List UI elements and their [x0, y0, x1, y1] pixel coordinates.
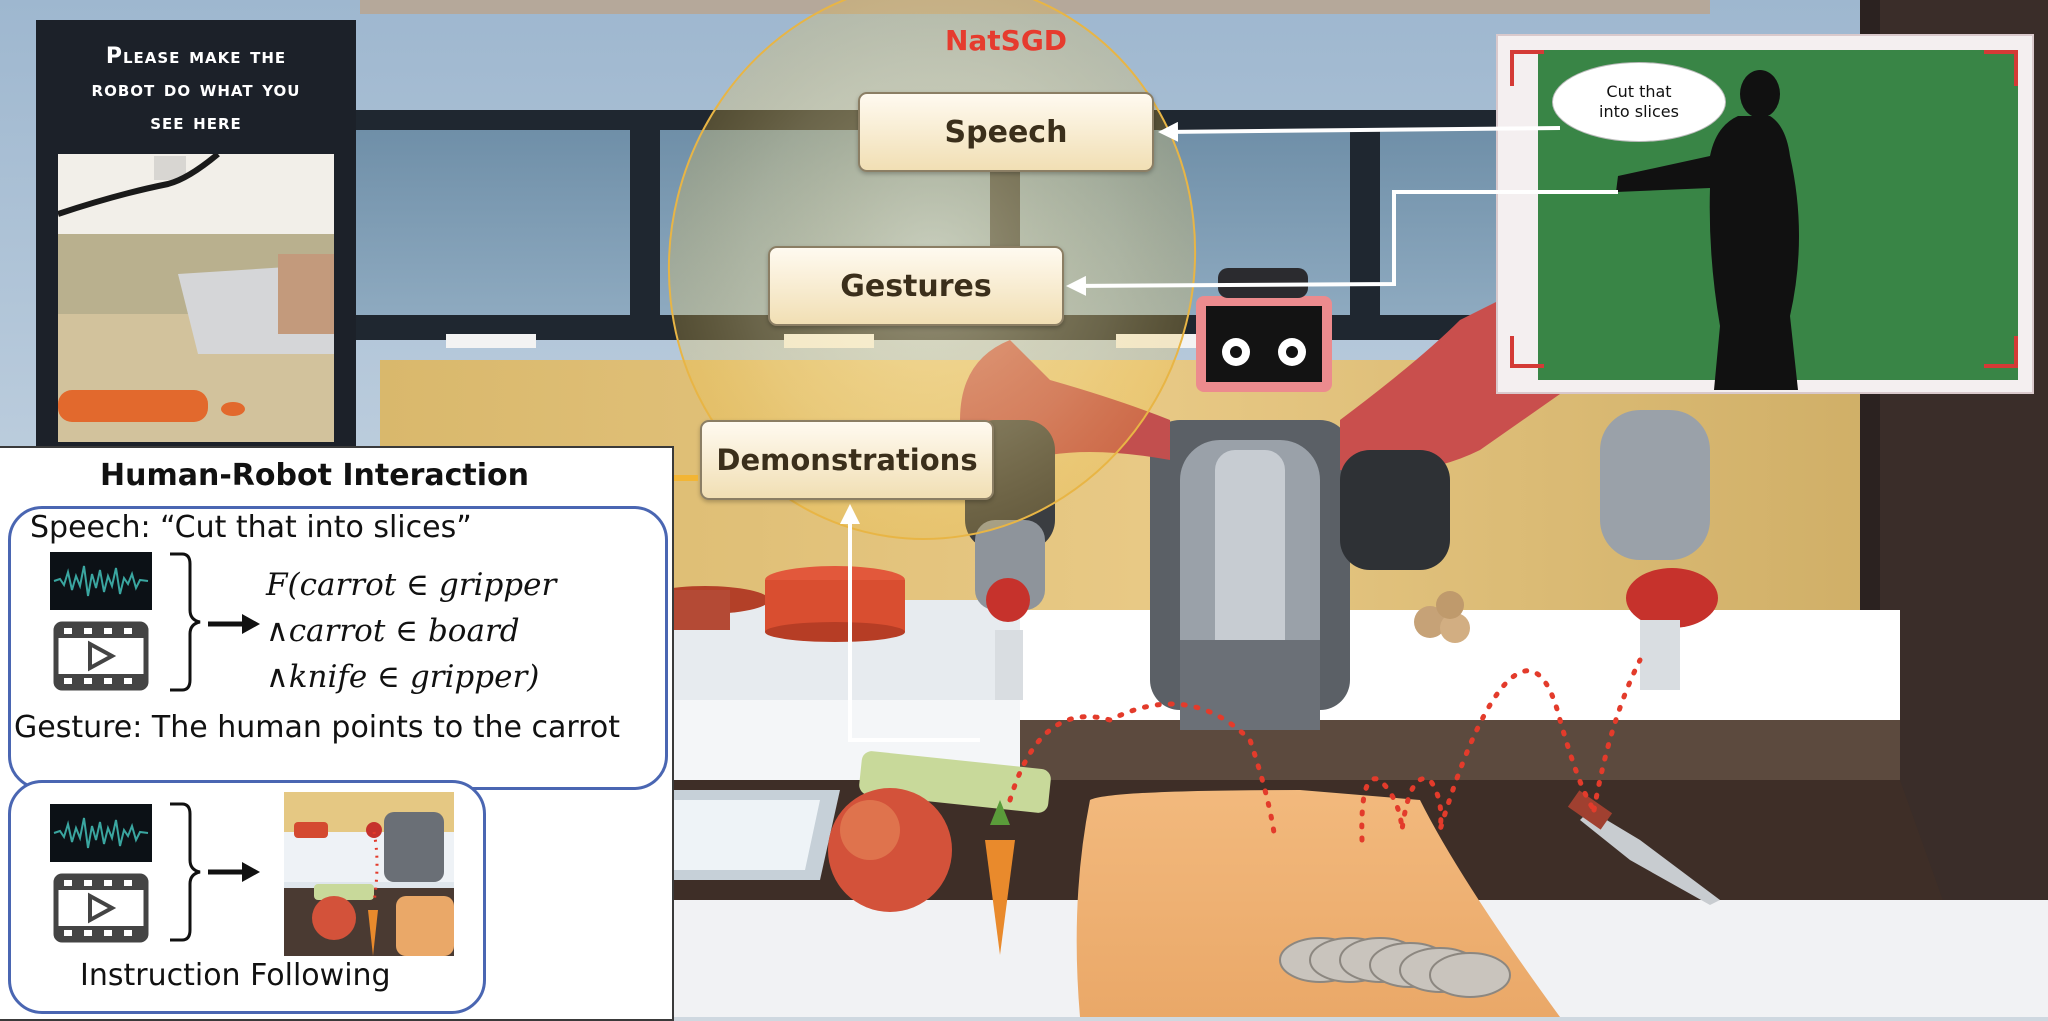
video-film-icon	[53, 621, 149, 691]
audio-waveform-icon	[50, 552, 152, 610]
speech-bubble-line-1: Cut that	[1606, 82, 1672, 101]
instruction-result-thumbnail	[284, 792, 454, 956]
formula-line-1: F(carrot ∈ gripper	[266, 567, 557, 603]
natsgd-title: NatSGD	[944, 24, 1068, 57]
bracket-icon	[170, 802, 201, 942]
speech-modality-box: Speech	[858, 92, 1154, 172]
speech-bubble: Cut that into slices	[1552, 62, 1726, 142]
demonstration-video-thumbnail	[58, 154, 334, 442]
bracket-icon	[170, 552, 201, 692]
right-arrow-icon	[208, 614, 260, 634]
video-film-icon	[53, 873, 149, 943]
speech-example-text: Speech: “Cut that into slices”	[30, 510, 472, 545]
instruction-following-label: Instruction Following	[80, 958, 391, 993]
instruction-panel-text: Please make the robot do what you see he…	[46, 40, 346, 139]
gesture-example-text: Gesture: The human points to the carrot	[14, 710, 620, 745]
instruction-line-2: robot do what you	[91, 77, 301, 102]
audio-waveform-icon	[50, 804, 152, 862]
instruction-line-1: Please make the	[105, 44, 287, 69]
right-arrow-icon	[208, 862, 260, 882]
hri-title: Human-Robot Interaction	[100, 458, 529, 493]
gestures-modality-box: Gestures	[768, 246, 1064, 326]
speech-bubble-line-2: into slices	[1599, 102, 1679, 121]
instruction-line-3: see here	[150, 110, 242, 135]
formula-line-2: ∧carrot ∈ board	[266, 613, 520, 649]
formula-line-3: ∧knife ∈ gripper)	[266, 659, 540, 695]
ltl-formula: F(carrot ∈ gripper ∧carrot ∈ board ∧knife …	[266, 562, 556, 700]
demonstrations-modality-box: Demonstrations	[700, 420, 994, 500]
